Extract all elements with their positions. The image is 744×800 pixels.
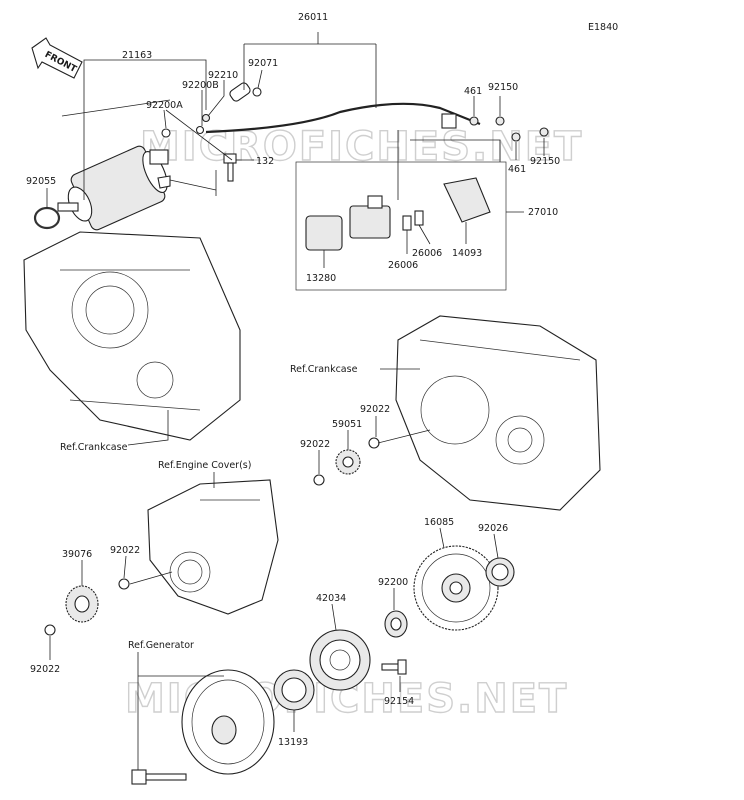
label-92154: 92154	[384, 696, 414, 707]
generator-rotor	[181, 669, 275, 775]
label-27010: 27010	[528, 207, 558, 218]
gear-39076	[65, 585, 99, 623]
label-21163: 21163	[122, 50, 152, 61]
label-461b: 461	[508, 164, 526, 175]
label-59051: 59051	[332, 419, 362, 430]
fuse-26006b	[414, 210, 424, 226]
label-92022a: 92022	[360, 404, 390, 415]
label-42034: 42034	[316, 593, 346, 604]
bearing-13193	[273, 669, 315, 711]
label-39076: 39076	[62, 549, 92, 560]
label-26006b: 26006	[388, 260, 418, 271]
label-92150a: 92150	[488, 82, 518, 93]
label-92022d: 92022	[30, 664, 60, 675]
washer-92022a	[368, 437, 380, 449]
label-92026: 92026	[478, 523, 508, 534]
front-arrow-icon: FRONT	[31, 37, 83, 79]
label-92200A: 92200A	[146, 100, 183, 111]
label-92022b: 92022	[300, 439, 330, 450]
relay-assembly-box	[295, 161, 507, 291]
washer-92022d	[44, 624, 56, 636]
o-ring-92055	[33, 206, 61, 230]
fuse-26006a	[402, 215, 412, 231]
label-16085: 16085	[424, 517, 454, 528]
engine-cover	[147, 479, 279, 615]
bearing-92026	[485, 557, 515, 587]
clutch-42034	[309, 629, 371, 691]
diagram-code: E1840	[588, 22, 618, 33]
label-92055: 92055	[26, 176, 56, 187]
nut-461a	[469, 116, 479, 126]
washer-92200B	[195, 125, 205, 135]
ref-crankcase-left: Ref.Crankcase	[60, 442, 128, 453]
label-13280: 13280	[306, 273, 336, 284]
nut-461b	[511, 132, 521, 142]
washer-92022c	[118, 578, 130, 590]
washer-92200	[384, 610, 408, 638]
label-92022c: 92022	[110, 545, 140, 556]
relay-switch	[349, 195, 391, 239]
crankcase-left	[23, 231, 241, 441]
nut-92210	[201, 113, 211, 123]
label-92210: 92210	[208, 70, 238, 81]
gear-59051	[335, 449, 361, 475]
starter-gear-16085	[413, 545, 499, 631]
label-92150b: 92150	[530, 156, 560, 167]
ref-crankcase-right: Ref.Crankcase	[290, 364, 358, 375]
label-92071: 92071	[248, 58, 278, 69]
label-26011: 26011	[298, 12, 328, 23]
cover-14093	[443, 177, 491, 223]
crankcase-right	[395, 315, 601, 511]
bolt-92150b	[539, 127, 549, 137]
washer-92200A	[161, 128, 171, 138]
label-26006a: 26006	[412, 248, 442, 259]
label-92200B: 92200B	[182, 80, 219, 91]
label-461a: 461	[464, 86, 482, 97]
washer-92022b	[313, 474, 325, 486]
relay-13280	[305, 215, 343, 251]
bolt-92154	[381, 659, 407, 675]
rotor-bolt	[131, 769, 187, 785]
starter-motor	[57, 145, 171, 231]
ref-engine-cover: Ref.Engine Cover(s)	[158, 460, 251, 471]
label-132: 132	[256, 156, 274, 167]
label-92200: 92200	[378, 577, 408, 588]
bolt-92150a	[495, 116, 505, 126]
leader-lines	[46, 32, 545, 770]
label-14093: 14093	[452, 248, 482, 259]
label-13193: 13193	[278, 737, 308, 748]
ref-generator: Ref.Generator	[128, 640, 194, 651]
